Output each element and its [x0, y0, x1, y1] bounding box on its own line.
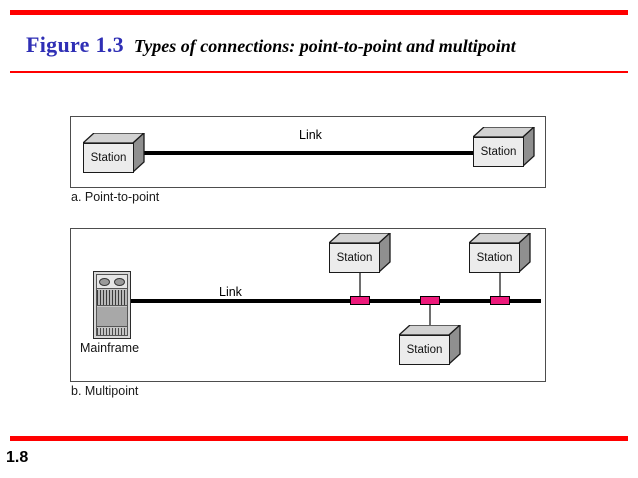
- link-line-a: [118, 151, 500, 155]
- station-label: Station: [476, 252, 513, 264]
- station-face: Station: [469, 243, 520, 273]
- tape-reel-icon: [114, 277, 125, 286]
- mainframe-label: Mainframe: [80, 341, 140, 355]
- station-node[interactable]: Station: [469, 233, 531, 273]
- link-label-a: Link: [299, 128, 322, 142]
- mainframe-chassis: [96, 274, 128, 336]
- diagram-caption-b: b. Multipoint: [71, 384, 139, 398]
- station-label: Station: [406, 344, 443, 356]
- heading-underline-rule: [10, 71, 628, 73]
- tap-connector[interactable]: [490, 296, 510, 305]
- bottom-red-rule: [10, 436, 628, 441]
- tap-connector[interactable]: [420, 296, 440, 305]
- tape-reel-icon: [99, 277, 110, 286]
- station-label: Station: [480, 146, 517, 158]
- diagram-panel-multipoint: Link: [70, 228, 546, 382]
- drop-line: [499, 273, 501, 301]
- station-label: Station: [336, 252, 373, 264]
- station-face: Station: [399, 335, 450, 365]
- station-label: Station: [90, 152, 127, 164]
- mainframe-panel-blank: [97, 307, 127, 327]
- station-node[interactable]: Station: [473, 127, 535, 167]
- tap-connector[interactable]: [350, 296, 370, 305]
- station-node[interactable]: Station: [83, 133, 145, 173]
- figure-caption: Types of connections: point-to-point and…: [133, 36, 516, 56]
- drop-line: [359, 273, 361, 301]
- mainframe-node[interactable]: [93, 271, 131, 339]
- mainframe-vent-lower: [97, 328, 127, 335]
- station-node[interactable]: Station: [329, 233, 391, 273]
- figure-heading: Figure 1.3 Types of connections: point-to…: [26, 32, 516, 58]
- diagram-panel-point-to-point: Link Station Station: [70, 116, 546, 188]
- figure-number: Figure 1.3: [26, 32, 124, 57]
- link-line-b: [129, 299, 541, 303]
- station-face: Station: [83, 143, 134, 173]
- page-number: 1.8: [6, 449, 29, 466]
- diagram-caption-a: a. Point-to-point: [71, 190, 160, 204]
- top-red-rule: [10, 10, 628, 15]
- station-face: Station: [329, 243, 380, 273]
- mainframe-tape-drives: [97, 275, 127, 289]
- link-label-b: Link: [219, 285, 242, 299]
- station-node[interactable]: Station: [399, 325, 461, 365]
- station-face: Station: [473, 137, 524, 167]
- mainframe-vent-upper: [97, 290, 127, 306]
- drop-line: [429, 301, 431, 327]
